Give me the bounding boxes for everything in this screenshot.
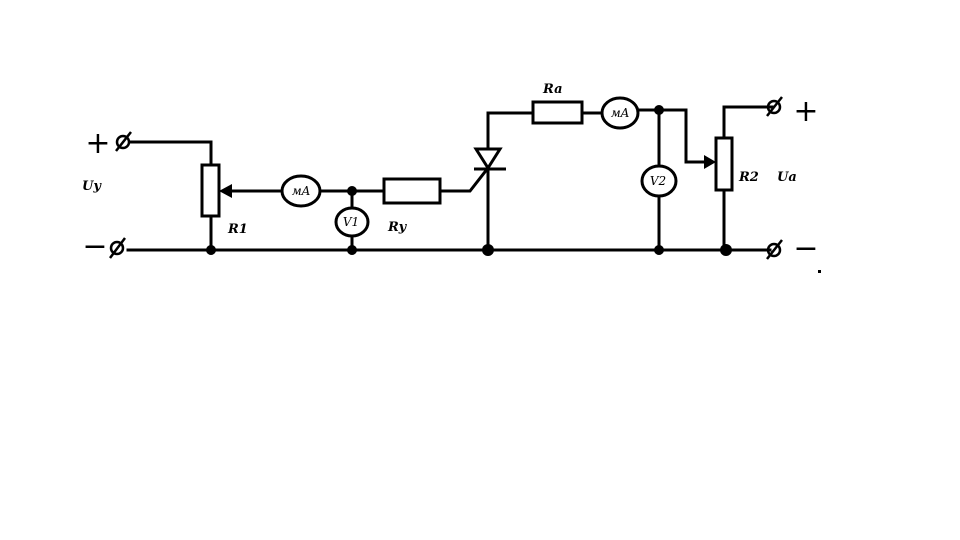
- wire-ma-to-r2-wiper: [636, 108, 706, 164]
- meter-ma-left: мA: [280, 174, 322, 208]
- wire-plus-to-r1: [128, 140, 213, 167]
- meter-v1: V1: [334, 206, 370, 238]
- right-minus-sign: −: [793, 231, 818, 266]
- meter-ma-left-label: мA: [292, 184, 311, 198]
- terminal-left-plus-icon: [115, 131, 132, 152]
- r2-wiper-arrow-icon: [704, 155, 716, 169]
- resistor-ra: [531, 100, 584, 125]
- label-ry: Ry: [387, 220, 408, 235]
- meter-ma-right-label: мA: [611, 106, 630, 120]
- label-r2: R2: [738, 170, 759, 185]
- junction-dot: [720, 244, 732, 256]
- terminal-left-minus-icon: [109, 237, 126, 259]
- terminal-right-minus-icon: [766, 239, 783, 260]
- meter-ma-right: мA: [600, 96, 640, 130]
- left-plus-sign: +: [85, 126, 110, 161]
- label-uy: Uy: [82, 179, 102, 194]
- junction-dot: [482, 244, 494, 256]
- left-minus-sign: −: [82, 229, 107, 264]
- junction-dot: [347, 245, 357, 255]
- wire-ry-to-gate: [438, 165, 491, 193]
- resistor-r2: [704, 136, 734, 192]
- meter-v1-label: V1: [343, 215, 359, 229]
- label-ra: Ra: [542, 82, 563, 97]
- label-r1: R1: [227, 222, 248, 237]
- junction-dot: [654, 105, 664, 115]
- wire-r2-to-plus: [722, 105, 774, 140]
- junction-dot: [206, 245, 216, 255]
- right-plus-sign: +: [793, 94, 818, 129]
- junction-dot: [654, 245, 664, 255]
- terminal-right-plus-icon: [766, 96, 783, 117]
- meter-v2: V2: [640, 164, 678, 198]
- stray-dot: [818, 270, 821, 273]
- meter-v2-label: V2: [650, 174, 666, 188]
- resistor-ry: [382, 177, 442, 205]
- label-ua: Ua: [777, 170, 797, 185]
- wire-thyristor-to-ra: [486, 111, 535, 150]
- junction-dots: [206, 105, 821, 273]
- junction-dot: [347, 186, 357, 196]
- r1-wiper-arrow-icon: [219, 184, 232, 198]
- thyristor-icon: [473, 147, 506, 171]
- resistor-r1: [200, 163, 232, 218]
